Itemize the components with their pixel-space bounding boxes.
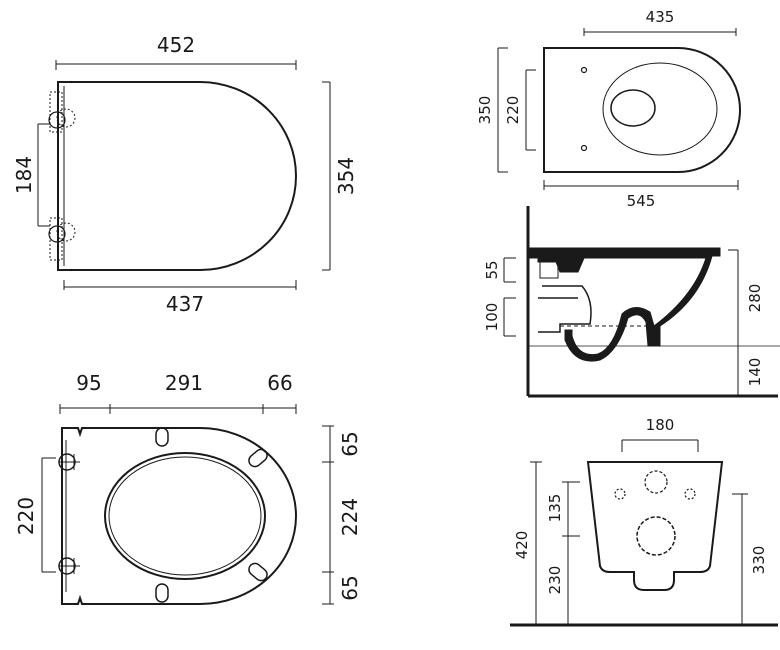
outlet-circle <box>636 516 676 556</box>
dimension-135-230: 135 230 <box>546 481 580 625</box>
side-section-view: 55 100 280 140 <box>483 206 780 398</box>
dimension-label-291: 291 <box>165 371 203 395</box>
dimension-label-65-top: 65 <box>338 431 362 456</box>
dimension-label-350: 350 <box>476 96 494 125</box>
dimension-chain-top: 95 291 66 <box>59 371 297 414</box>
seat-top-view: 452 184 354 <box>12 33 358 316</box>
dimension-100: 100 <box>483 297 516 337</box>
dimension-354: 354 <box>322 81 358 271</box>
dimension-label-184: 184 <box>12 156 36 194</box>
fixing-hole-bottom <box>580 144 588 152</box>
dimension-label-230: 230 <box>546 566 564 595</box>
seat-ring-outer <box>61 427 297 605</box>
dimension-55: 55 <box>483 257 516 283</box>
dimension-label-224: 224 <box>338 498 362 536</box>
bumper-top-left <box>155 427 169 447</box>
dimension-label-437: 437 <box>166 292 204 316</box>
bumper-bottom-left <box>155 583 169 603</box>
dimension-label-66: 66 <box>267 371 292 395</box>
bowl-rim <box>602 62 718 156</box>
hinge-top <box>48 91 76 133</box>
dimension-label-65-bottom: 65 <box>338 575 362 600</box>
dimension-label-140: 140 <box>746 358 764 387</box>
dimension-label-180: 180 <box>646 416 675 434</box>
dimension-label-420: 420 <box>513 531 531 560</box>
dimension-350: 350 <box>476 47 508 173</box>
dimension-420: 420 <box>513 461 542 625</box>
dimension-label-330: 330 <box>750 546 768 575</box>
bolt-hole-right <box>684 488 696 500</box>
dimension-280: 280 <box>728 249 764 346</box>
bowl-section <box>527 247 721 362</box>
dimension-220-seat: 220 <box>14 457 56 573</box>
seat-outline <box>57 81 297 271</box>
dimension-435: 435 <box>583 8 737 36</box>
rear-view: 180 420 135 230 330 <box>510 416 778 627</box>
bowl-rear-outline <box>586 461 724 591</box>
dimension-437: 437 <box>63 280 297 316</box>
fixing-hole-top <box>580 66 588 74</box>
dimension-label-452: 452 <box>157 33 195 57</box>
bowl-outline <box>543 47 741 173</box>
dimension-545: 545 <box>543 180 739 210</box>
dimension-label-435: 435 <box>646 8 675 26</box>
bumper-top-right <box>248 448 268 468</box>
dimension-label-135: 135 <box>546 494 564 523</box>
bowl-drain <box>610 89 656 127</box>
bolt-hole-left <box>614 488 626 500</box>
dimension-label-95: 95 <box>76 371 101 395</box>
dimension-label-354: 354 <box>334 157 358 195</box>
hinge-top <box>58 453 80 471</box>
dimension-140: 140 <box>737 346 764 396</box>
dimension-chain-right: 65 224 65 <box>322 425 362 605</box>
bowl-top-view: 435 350 220 545 <box>476 8 741 210</box>
dimension-label-280: 280 <box>746 284 764 313</box>
seat-open-view: 95 291 66 220 <box>14 371 362 605</box>
seat-opening <box>104 452 266 580</box>
dimension-label-220: 220 <box>14 497 38 535</box>
dimension-180: 180 <box>621 416 699 452</box>
dimension-label-100: 100 <box>483 303 501 332</box>
dimension-220-bowl: 220 <box>504 69 536 151</box>
dimension-label-545: 545 <box>627 192 656 210</box>
dimension-184: 184 <box>12 123 50 227</box>
dimension-label-220-bowl: 220 <box>504 96 522 125</box>
hinge-bottom <box>58 557 80 575</box>
inlet-circle <box>644 470 668 494</box>
dimension-330: 330 <box>732 493 768 625</box>
hinge-bottom <box>48 217 76 261</box>
dimension-452: 452 <box>55 33 297 70</box>
bumper-bottom-right <box>248 562 268 582</box>
dimension-label-55: 55 <box>483 260 501 279</box>
